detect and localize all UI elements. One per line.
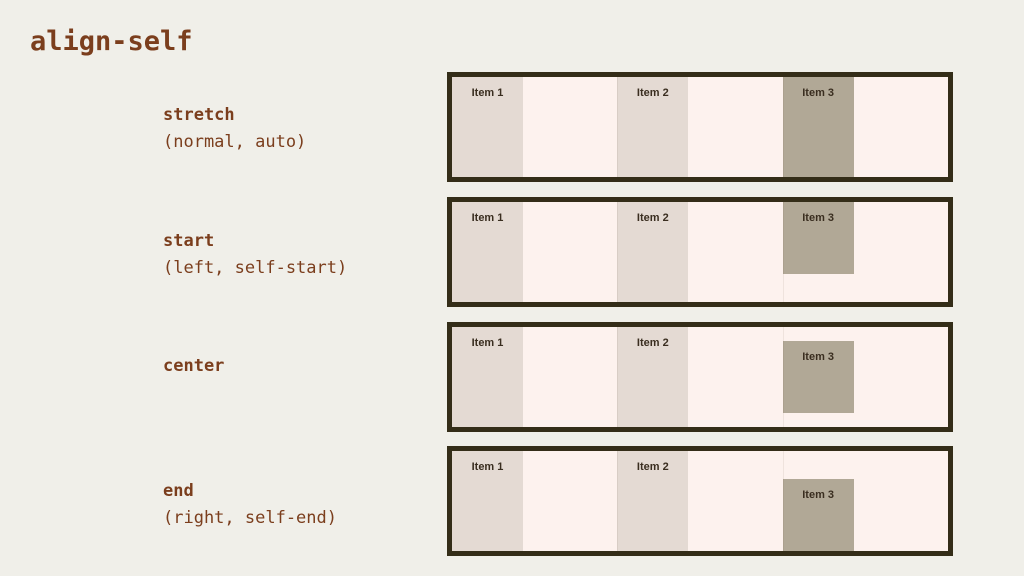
flex-item-3: Item 3 bbox=[782, 479, 854, 551]
value-alias: (normal, auto) bbox=[163, 132, 307, 152]
flex-item-2: Item 2 bbox=[617, 77, 689, 177]
demo-box-start: Item 1 Item 2 Item 3 bbox=[447, 197, 953, 307]
demo-box-center: Item 1 Item 2 Item 3 bbox=[447, 322, 953, 432]
label-stretch: stretch (normal, auto) bbox=[163, 102, 433, 156]
flex-item-2: Item 2 bbox=[617, 451, 689, 551]
flex-item-1: Item 1 bbox=[452, 77, 523, 177]
demo-box-stretch: Item 1 Item 2 Item 3 bbox=[447, 72, 953, 182]
label-end: end (right, self-end) bbox=[163, 478, 433, 532]
label-center: center bbox=[163, 353, 433, 380]
value-name: start bbox=[163, 231, 215, 251]
flex-item-3: Item 3 bbox=[782, 77, 854, 177]
flex-item-2: Item 2 bbox=[617, 327, 689, 427]
flex-item-2: Item 2 bbox=[617, 202, 689, 302]
flex-item-3: Item 3 bbox=[782, 341, 854, 413]
flex-item-1: Item 1 bbox=[452, 327, 523, 427]
flex-item-3: Item 3 bbox=[782, 202, 854, 274]
value-name: center bbox=[163, 356, 225, 376]
value-name: stretch bbox=[163, 105, 235, 125]
demo-box-end: Item 1 Item 2 Item 3 bbox=[447, 446, 953, 556]
label-start: start (left, self-start) bbox=[163, 228, 433, 282]
flex-item-1: Item 1 bbox=[452, 451, 523, 551]
value-name: end bbox=[163, 481, 194, 501]
value-alias: (right, self-end) bbox=[163, 508, 337, 528]
flex-item-1: Item 1 bbox=[452, 202, 523, 302]
page-title: align-self bbox=[30, 26, 193, 57]
value-alias: (left, self-start) bbox=[163, 258, 348, 278]
